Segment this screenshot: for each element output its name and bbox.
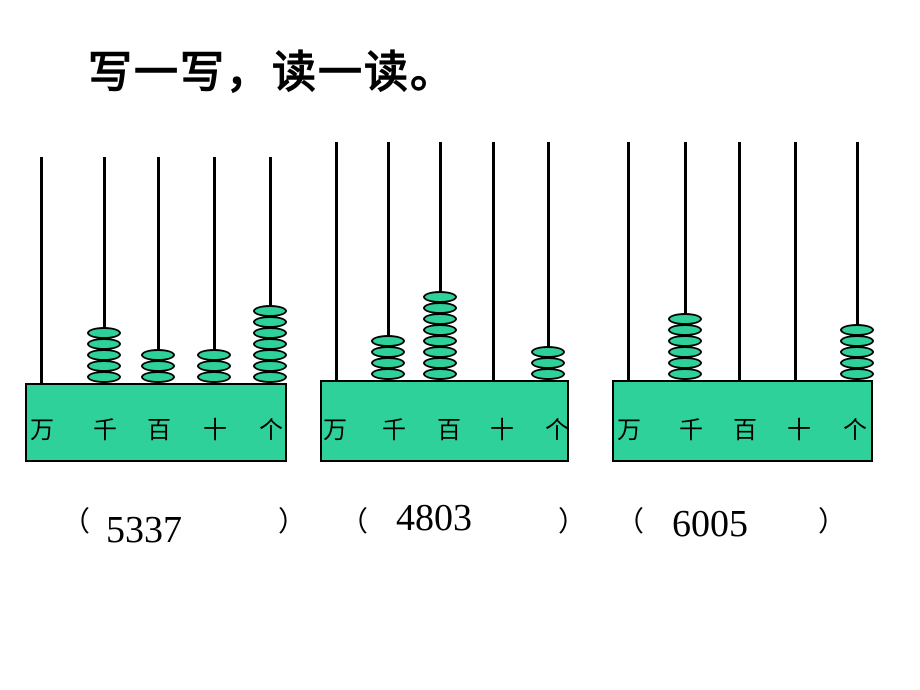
place-label-qian: 千 [93, 416, 117, 444]
abacus-bead [840, 335, 874, 347]
abacus-bead [423, 313, 457, 325]
abacus-bead [141, 349, 175, 361]
abacus-bead [840, 368, 874, 380]
rod [40, 157, 43, 385]
abacus-bead [371, 346, 405, 358]
abacus-bead [668, 346, 702, 358]
abacus-bead [668, 368, 702, 380]
abacus-bead [423, 291, 457, 303]
answer-1[interactable]: 5337 [106, 509, 182, 551]
page-title: 写一写，读一读。 [88, 47, 456, 98]
abacus-bead [840, 324, 874, 336]
close-paren: ） [558, 505, 587, 538]
abacus-bead [423, 357, 457, 369]
rod [856, 142, 859, 382]
place-label-ge: 个 [843, 416, 867, 444]
abacus-bead [197, 360, 231, 372]
abacus-bead [668, 324, 702, 336]
abacus-bead [253, 338, 287, 350]
place-label-ge: 个 [259, 416, 283, 444]
abacus-base [612, 380, 873, 462]
abacus-bead [423, 302, 457, 314]
place-label-wan: 万 [323, 416, 347, 444]
abacus-bead [371, 368, 405, 380]
abacus-bead [531, 346, 565, 358]
abacus-bead [87, 338, 121, 350]
open-paren: （ [62, 505, 91, 538]
abacus-bead [423, 346, 457, 358]
rod [439, 142, 442, 382]
abacus-bead [197, 371, 231, 383]
place-label-bai: 百 [733, 416, 757, 444]
abacus-bead [87, 360, 121, 372]
rod [213, 157, 216, 385]
abacus-bead [371, 357, 405, 369]
rod [684, 142, 687, 382]
abacus-bead [197, 349, 231, 361]
abacus-bead [253, 371, 287, 383]
abacus-bead [253, 360, 287, 372]
rod [627, 142, 630, 382]
rod [335, 142, 338, 382]
close-paren: ） [818, 505, 847, 538]
rod [794, 142, 797, 382]
abacus-bead [668, 357, 702, 369]
abacus-bead [668, 335, 702, 347]
place-label-shi: 十 [203, 416, 227, 444]
rod [547, 142, 550, 382]
abacus-bead [668, 313, 702, 325]
place-label-bai: 百 [147, 416, 171, 444]
abacus-bead [253, 305, 287, 317]
abacus-bead [423, 335, 457, 347]
abacus-base [25, 383, 287, 462]
abacus-bead [87, 371, 121, 383]
abacus-bead [253, 349, 287, 361]
rod [492, 142, 495, 382]
place-label-qian: 千 [679, 416, 703, 444]
place-label-qian: 千 [382, 416, 406, 444]
abacus-bead [253, 327, 287, 339]
place-label-shi: 十 [490, 416, 514, 444]
abacus-bead [423, 324, 457, 336]
abacus-bead [531, 368, 565, 380]
answer-3[interactable]: 6005 [672, 503, 748, 545]
abacus-bead [87, 349, 121, 361]
rod [738, 142, 741, 382]
abacus-bead [840, 357, 874, 369]
abacus-bead [531, 357, 565, 369]
abacus-bead [423, 368, 457, 380]
place-label-wan: 万 [30, 416, 54, 444]
open-paren: （ [616, 505, 645, 538]
abacus-bead [141, 360, 175, 372]
abacus-bead [141, 371, 175, 383]
rod [269, 157, 272, 385]
rod [103, 157, 106, 385]
rod [157, 157, 160, 385]
abacus-bead [253, 316, 287, 328]
abacus-bead [87, 327, 121, 339]
place-label-ge: 个 [545, 416, 569, 444]
close-paren: ） [278, 505, 307, 538]
place-label-wan: 万 [617, 416, 641, 444]
abacus-base [320, 380, 569, 462]
abacus-bead [840, 346, 874, 358]
abacus-bead [371, 335, 405, 347]
answer-2[interactable]: 4803 [396, 497, 472, 539]
rod [387, 142, 390, 382]
place-label-bai: 百 [437, 416, 461, 444]
place-label-shi: 十 [787, 416, 811, 444]
open-paren: （ [340, 505, 369, 538]
